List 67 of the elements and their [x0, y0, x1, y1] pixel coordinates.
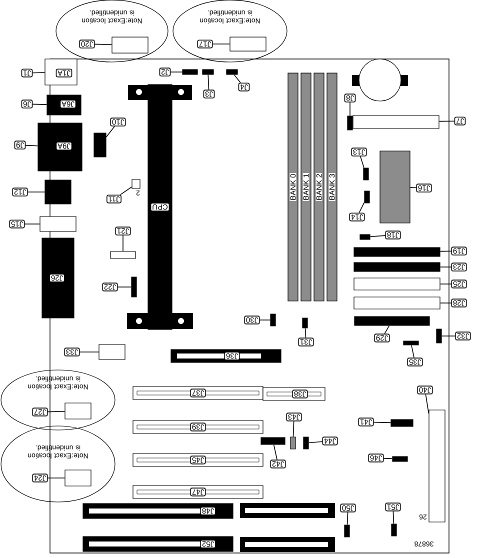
leader-line	[346, 512, 348, 526]
leader-line	[440, 302, 452, 304]
leader-line	[94, 44, 112, 45]
jumper	[364, 190, 370, 204]
leader-line	[440, 266, 452, 268]
leader-line	[273, 444, 278, 460]
leader-line	[304, 328, 306, 338]
connector	[44, 180, 72, 204]
connector	[230, 36, 266, 52]
connector	[40, 216, 76, 232]
leader-line	[384, 325, 390, 334]
leader-line	[32, 104, 48, 105]
pin-header	[260, 437, 286, 445]
connector	[354, 247, 440, 257]
pin-header	[132, 179, 140, 189]
jumper	[290, 436, 296, 450]
leader-line	[106, 126, 115, 138]
connector	[98, 344, 126, 360]
connector	[354, 278, 440, 290]
jumper	[344, 524, 350, 538]
leader-line	[32, 72, 46, 74]
connector	[64, 402, 92, 420]
pin-header	[352, 115, 440, 129]
leader-line	[25, 144, 38, 146]
connector	[354, 316, 430, 326]
leader-line	[425, 394, 430, 414]
leader-line	[440, 250, 452, 252]
jumper	[302, 318, 308, 328]
connector	[112, 36, 148, 54]
leader-line	[370, 235, 386, 238]
pin-header	[403, 340, 419, 346]
connector	[354, 262, 440, 272]
leader-line	[122, 234, 124, 252]
jumper	[436, 328, 442, 344]
jumper	[347, 116, 353, 130]
connector	[64, 470, 92, 486]
leader-line	[392, 510, 394, 524]
leader-line	[117, 286, 132, 288]
card-connector	[380, 150, 410, 224]
leader-line	[234, 74, 241, 84]
jumper	[303, 436, 309, 450]
connector	[428, 410, 446, 522]
pin-header	[392, 456, 408, 462]
pin-header	[390, 419, 414, 427]
connector	[354, 296, 440, 310]
leader-line	[360, 156, 364, 168]
jumper	[391, 524, 397, 536]
leader-line	[411, 344, 414, 358]
pin-header	[202, 69, 214, 75]
leader-line	[208, 74, 210, 90]
leader-line	[120, 186, 132, 196]
connector	[110, 251, 136, 259]
leader-line	[438, 120, 455, 122]
leader-line	[373, 422, 392, 424]
leader-line	[308, 441, 323, 444]
jumper	[363, 168, 369, 180]
jumper	[270, 314, 276, 326]
pin-header	[182, 69, 198, 75]
jumper	[360, 234, 370, 240]
pin-header	[226, 69, 238, 75]
leader-line	[358, 202, 365, 214]
leader-line	[383, 458, 393, 460]
pin-header	[131, 276, 137, 298]
leader-line	[410, 187, 417, 188]
leader-line	[292, 420, 294, 438]
leader-line	[47, 410, 66, 412]
pin-header	[94, 132, 106, 158]
